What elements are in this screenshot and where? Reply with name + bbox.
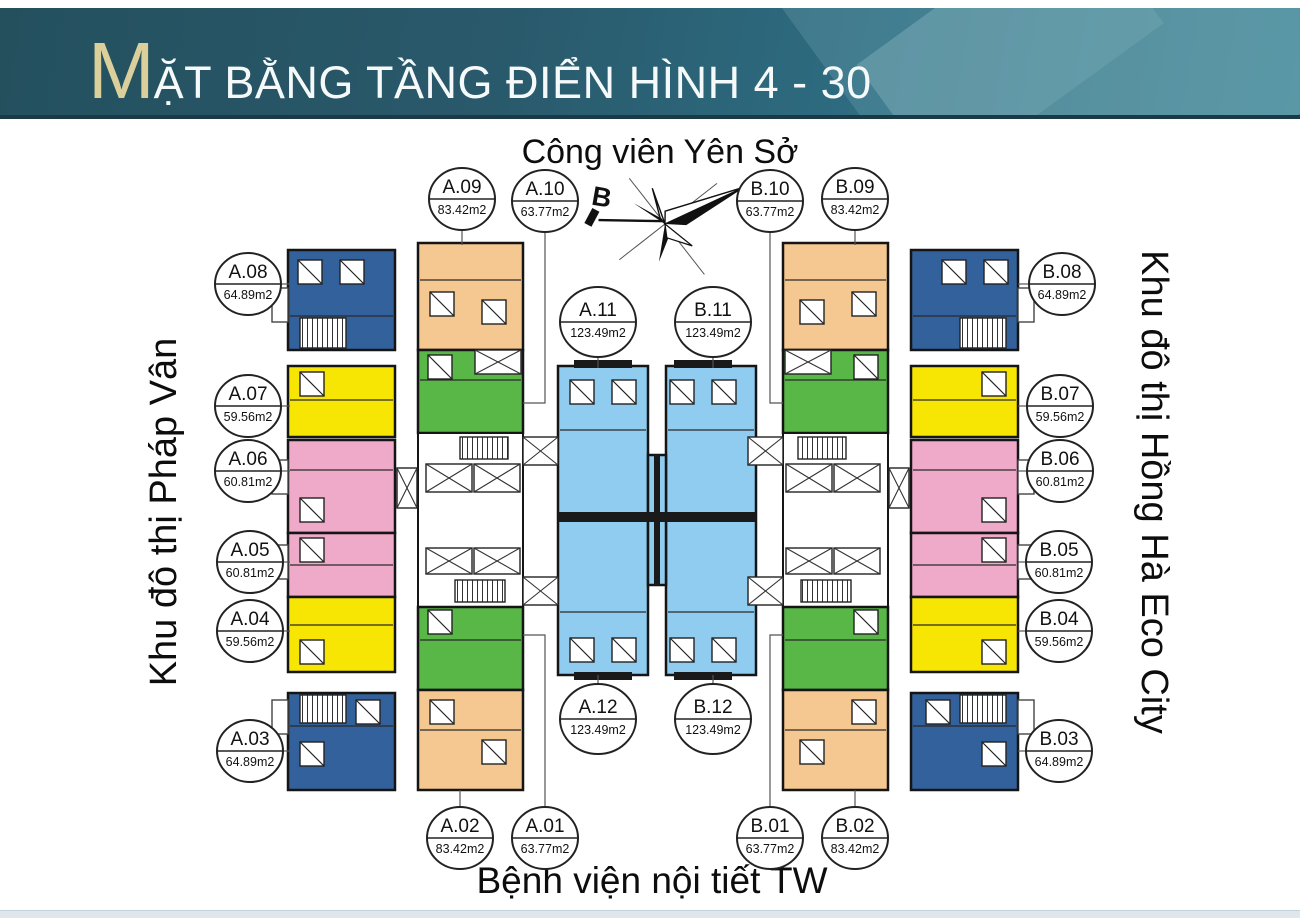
svg-text:B.07: B.07	[1040, 384, 1079, 405]
svg-text:B.04: B.04	[1039, 609, 1079, 630]
svg-text:B.12: B.12	[693, 697, 732, 718]
svg-text:64.89m2: 64.89m2	[1038, 288, 1087, 302]
svg-text:B.11: B.11	[694, 300, 732, 321]
svg-text:63.77m2: 63.77m2	[746, 205, 795, 219]
svg-text:B.01: B.01	[750, 816, 789, 837]
svg-text:A.02: A.02	[440, 816, 479, 837]
svg-text:A.08: A.08	[228, 262, 267, 283]
compass-north-letter: B	[590, 181, 614, 214]
footer-strip	[0, 910, 1300, 918]
svg-text:A.09: A.09	[442, 177, 481, 198]
svg-text:B.09: B.09	[835, 177, 874, 198]
unit-label-b05: B.05 60.81m2	[1018, 530, 1093, 594]
unit-a01-shape	[416, 605, 525, 692]
unit-label-b02: B.02 83.42m2	[821, 790, 889, 870]
unit-label-a03: A.03 64.89m2	[216, 719, 290, 783]
svg-text:60.81m2: 60.81m2	[1036, 475, 1085, 489]
core-a	[417, 432, 524, 608]
svg-text:83.42m2: 83.42m2	[831, 203, 880, 217]
unit-label-b01: B.01 63.77m2	[736, 634, 804, 870]
svg-text:A.04: A.04	[230, 609, 270, 630]
unit-label-a02: A.02 83.42m2	[426, 790, 494, 870]
unit-label-a07: A.07 59.56m2	[214, 374, 290, 438]
unit-label-a04: A.04 59.56m2	[216, 599, 290, 663]
stairwells-and-elevators	[299, 317, 1007, 724]
svg-text:63.77m2: 63.77m2	[521, 205, 570, 219]
compass-icon: B	[584, 177, 746, 275]
svg-text:B.06: B.06	[1040, 449, 1079, 470]
unit-label-b12: B.12 123.49m2	[674, 675, 752, 755]
site-label-east: Khu đô thị Hồng Hà Eco City	[1133, 250, 1175, 734]
svg-text:B.10: B.10	[750, 179, 789, 200]
svg-text:123.49m2: 123.49m2	[685, 326, 741, 340]
unit-label-b10: B.10 63.77m2	[736, 169, 804, 404]
svg-text:B.03: B.03	[1039, 729, 1078, 750]
svg-text:A.06: A.06	[228, 449, 267, 470]
site-label-north: Công viên Yên Sở	[522, 133, 799, 171]
svg-text:A.12: A.12	[578, 697, 617, 718]
svg-text:59.56m2: 59.56m2	[1036, 410, 1085, 424]
svg-text:A.05: A.05	[230, 540, 269, 561]
unit-label-a08: A.08 64.89m2	[214, 252, 290, 316]
svg-text:123.49m2: 123.49m2	[570, 723, 626, 737]
unit-label-b04: B.04 59.56m2	[1018, 599, 1093, 663]
svg-text:83.42m2: 83.42m2	[831, 842, 880, 856]
svg-text:B.02: B.02	[835, 816, 874, 837]
svg-text:63.77m2: 63.77m2	[521, 842, 570, 856]
svg-text:123.49m2: 123.49m2	[570, 326, 626, 340]
title-drop-cap: M	[88, 26, 155, 115]
interior-walls-and-beds	[290, 259, 1016, 767]
svg-text:83.42m2: 83.42m2	[436, 842, 485, 856]
title-text: ẶT BẰNG TẦNG ĐIỂN HÌNH 4 - 30	[153, 57, 872, 108]
unit-label-b11: B.11 123.49m2	[674, 286, 752, 368]
unit-label-b03: B.03 64.89m2	[1018, 719, 1093, 783]
svg-text:64.89m2: 64.89m2	[226, 755, 275, 769]
unit-label-a06: A.06 60.81m2	[214, 439, 290, 503]
svg-text:64.89m2: 64.89m2	[224, 288, 273, 302]
unit-label-b06: B.06 60.81m2	[1018, 439, 1094, 503]
svg-text:A.11: A.11	[579, 300, 617, 321]
svg-text:60.81m2: 60.81m2	[226, 566, 275, 580]
svg-text:123.49m2: 123.49m2	[685, 723, 741, 737]
svg-text:64.89m2: 64.89m2	[1035, 755, 1084, 769]
site-label-west: Khu đô thị Pháp Vân	[143, 338, 185, 687]
svg-text:63.77m2: 63.77m2	[746, 842, 795, 856]
svg-text:59.56m2: 59.56m2	[1035, 635, 1084, 649]
unit-label-a01: A.01 63.77m2	[511, 634, 579, 870]
unit-label-b08: B.08 64.89m2	[1018, 252, 1096, 316]
svg-text:60.81m2: 60.81m2	[1035, 566, 1084, 580]
unit-label-a05: A.05 60.81m2	[216, 530, 290, 594]
svg-text:A.07: A.07	[228, 384, 267, 405]
unit-label-a10: A.10 63.77m2	[511, 169, 579, 404]
unit-label-a09: A.09 83.42m2	[428, 167, 496, 245]
svg-text:A.10: A.10	[525, 179, 564, 200]
unit-label-b07: B.07 59.56m2	[1018, 374, 1094, 438]
svg-text:B.08: B.08	[1042, 262, 1081, 283]
svg-text:83.42m2: 83.42m2	[438, 203, 487, 217]
svg-text:59.56m2: 59.56m2	[224, 410, 273, 424]
svg-text:60.81m2: 60.81m2	[224, 475, 273, 489]
unit-label-a12: A.12 123.49m2	[559, 675, 637, 755]
svg-text:B.05: B.05	[1039, 540, 1078, 561]
svg-text:A.01: A.01	[525, 816, 564, 837]
svg-text:59.56m2: 59.56m2	[226, 635, 275, 649]
unit-label-a11: A.11 123.49m2	[559, 286, 637, 368]
unit-label-b09: B.09 83.42m2	[821, 167, 889, 245]
svg-text:A.03: A.03	[230, 729, 269, 750]
